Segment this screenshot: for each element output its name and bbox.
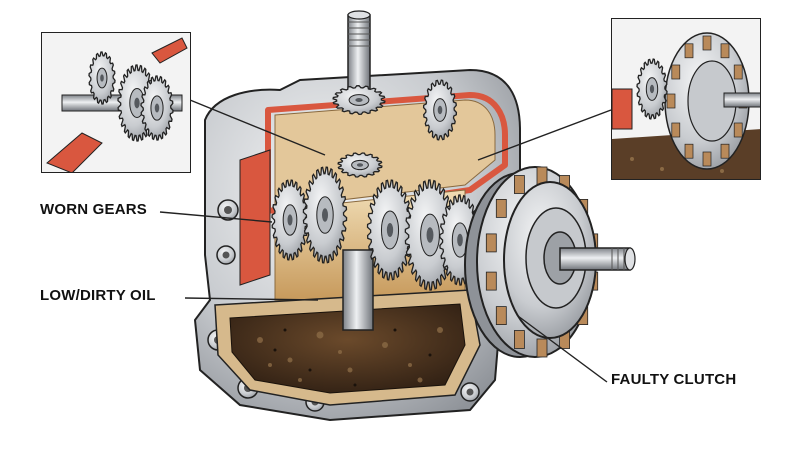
inset-clutch-plate	[671, 122, 681, 138]
clutch-plate	[485, 271, 497, 291]
inset-clutch-plate	[733, 64, 743, 80]
clutch-leader	[517, 315, 608, 383]
gear-left-1	[271, 179, 309, 261]
gear-detail-illustration	[42, 33, 190, 172]
worn-gears-leader	[159, 211, 273, 223]
clutch-plate	[495, 198, 507, 218]
inset-clutch-gear	[636, 58, 668, 120]
clutch-plate	[536, 338, 548, 358]
oil-leader	[184, 297, 319, 301]
gear-mid-1	[337, 152, 383, 178]
inset-clutch-plate	[684, 143, 694, 159]
clutch-plate	[514, 175, 525, 194]
gear-mid-2	[366, 179, 414, 281]
inset-clutch-plate	[671, 64, 681, 80]
inset-clutch-plate	[720, 43, 730, 59]
leader-lines	[159, 99, 612, 383]
clutch-assembly	[464, 166, 636, 358]
gear-top-right	[422, 79, 458, 141]
clutch-detail-inset	[611, 18, 761, 180]
inset-clutch-plate	[733, 122, 743, 138]
worn-gears-label: WORN GEARS	[40, 201, 147, 218]
clutch-plate	[514, 330, 525, 349]
clutch-plate	[485, 233, 497, 253]
inset-clutch-plate	[702, 35, 712, 51]
gear-top-small	[332, 85, 386, 115]
gear-detail-inset	[41, 32, 191, 173]
inset-gear-3	[88, 51, 116, 105]
gear-left-2	[302, 166, 348, 264]
inset-clutch-plate	[666, 93, 676, 109]
inset-clutch-plate	[720, 143, 730, 159]
gear-right-1	[404, 179, 456, 291]
right-inset-leader	[477, 109, 612, 161]
inset-clutch-plate	[702, 151, 712, 167]
faulty-clutch-label: FAULTY CLUTCH	[611, 371, 737, 388]
left-inset-leader	[189, 99, 326, 156]
inset-clutch-plate	[684, 43, 694, 59]
clutch-detail-illustration	[612, 19, 760, 179]
inset-gear-2	[140, 75, 174, 141]
clutch-plate	[495, 306, 507, 326]
oil-sump	[214, 289, 481, 406]
low-dirty-oil-label: LOW/DIRTY OIL	[40, 287, 156, 304]
